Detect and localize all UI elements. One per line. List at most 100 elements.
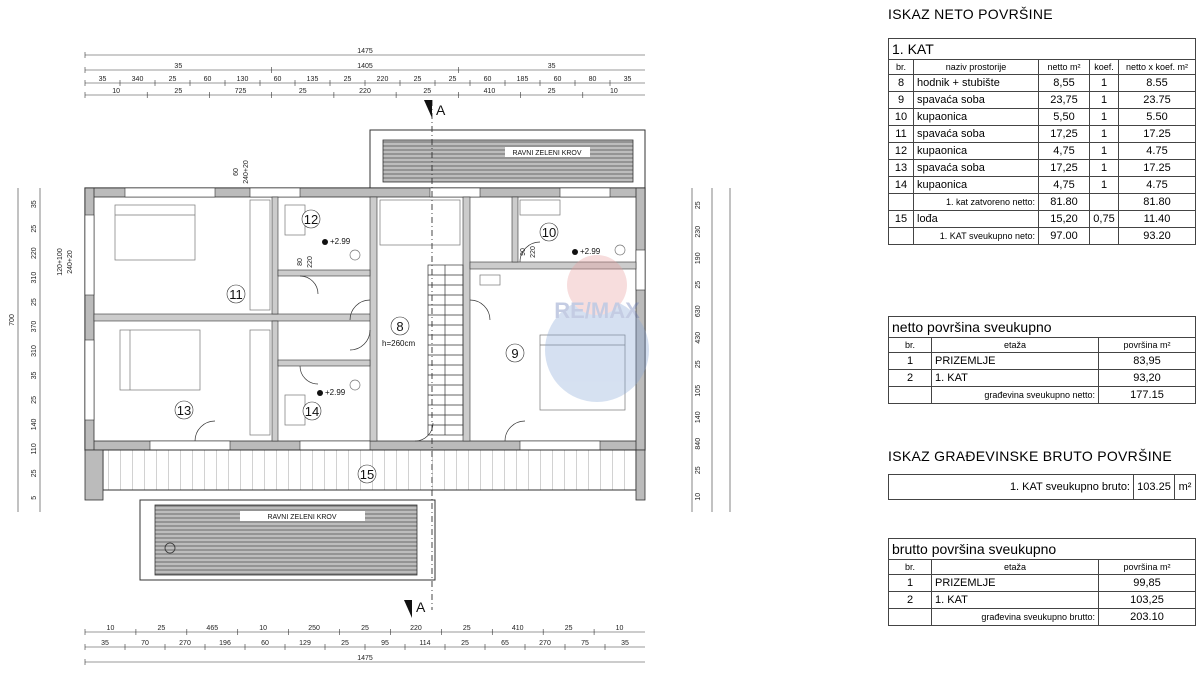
room-number-14: 14 (305, 404, 319, 419)
window-mark: 220 (530, 246, 537, 258)
table-row: 2 1. KAT 103,25 (888, 591, 1196, 609)
dimension-label: 10 (695, 493, 702, 501)
dimension-label: 35 (99, 76, 107, 83)
watermark: RE/MAX (545, 255, 649, 402)
building-walls (84, 187, 646, 451)
room-number-13: 13 (177, 403, 191, 418)
netto-total-title: netto površina sveukupno (888, 316, 1196, 338)
brutto-total-title: brutto površina sveukupno (888, 538, 1196, 560)
dimension-label: 129 (299, 640, 311, 647)
dimension-label: 95 (381, 640, 389, 647)
dimension-label: 25 (344, 76, 352, 83)
dimension-label: 35 (621, 640, 629, 647)
dimension-label: 35 (31, 200, 38, 208)
wardrobe-icon (249, 199, 271, 311)
top-dimension-ticks (84, 52, 611, 98)
bathtub-icon (519, 199, 561, 216)
dimension-label: 25 (414, 76, 422, 83)
roof-label-bottom: RAVNI ZELENI KROV (267, 514, 336, 521)
dimension-label: 410 (512, 625, 524, 632)
dimension-label: 190 (695, 252, 702, 264)
dimension-label: 25 (695, 281, 702, 289)
height-note: h=260cm (382, 339, 415, 348)
dimension-label: 220 (31, 247, 38, 259)
dimension-label: 1405 (357, 63, 373, 70)
room-number-12: 12 (304, 212, 318, 227)
dimension-label: 35 (624, 76, 632, 83)
dimension-label: 25 (695, 201, 702, 209)
window-mark: 220 (307, 256, 314, 268)
dimension-label: 60 (274, 76, 282, 83)
dimension-label: 25 (423, 88, 431, 95)
dimension-label: 310 (31, 272, 38, 284)
annotations: +2.99 +2.99 +2.99 h=260cm (317, 237, 601, 397)
dimension-label: 25 (31, 396, 38, 404)
dimension-label: 35 (174, 63, 182, 70)
window-mark: 240+20 (243, 160, 250, 184)
roof-label-top: RAVNI ZELENI KROV (512, 150, 581, 157)
table-row: 1 PRIZEMLJE 83,95 (888, 352, 1196, 370)
level-mark-10: +2.99 (580, 247, 601, 256)
wardrobe-icon (249, 329, 271, 436)
dimension-label: 220 (410, 625, 422, 632)
dimension-label: 840 (695, 438, 702, 450)
neto-area-table: 1. KAT br. naziv prostorije netto m² koe… (888, 38, 1196, 245)
dimension-label: 430 (695, 332, 702, 344)
dimension-label: 185 (517, 76, 529, 83)
dimension-label: 196 (219, 640, 231, 647)
dimension-label: 25 (695, 360, 702, 368)
dimension-label: 75 (581, 640, 589, 647)
staircase (427, 264, 464, 436)
section-line: A A (404, 100, 446, 618)
dimension-label: 370 (31, 321, 38, 333)
room-number-8: 8 (396, 319, 403, 334)
bruto-area-title: ISKAZ GRAĐEVINSKE BRUTO POVRŠINE (888, 448, 1172, 464)
room-number-11: 11 (229, 287, 243, 302)
bruto-area-table: 1. KAT sveukupno bruto: 103.25 m² (888, 474, 1196, 500)
room-labels: 12 10 11 8 9 13 14 15 (174, 209, 559, 484)
dimension-label: 270 (179, 640, 191, 647)
dimension-label: 35 (548, 63, 556, 70)
window-mark: 90 (520, 248, 527, 256)
dimension-label: 110 (31, 443, 38, 454)
neto-area-title: ISKAZ NETO POVRŠINE (888, 6, 1053, 22)
loggia (84, 449, 646, 501)
dimension-label: 25 (695, 466, 702, 474)
dimension-label: 725 (235, 88, 247, 95)
furniture (114, 199, 626, 436)
dimension-label: 25 (463, 625, 471, 632)
dimension-label: 25 (341, 640, 349, 647)
side-dimensions (17, 188, 731, 512)
dimension-label: 25 (449, 76, 457, 83)
dimension-label: 60 (204, 76, 212, 83)
doors (194, 241, 541, 442)
bed-icon (119, 329, 201, 391)
dimension-label: 130 (237, 76, 249, 83)
dimension-label: 25 (31, 225, 38, 233)
dimension-label: 35 (31, 371, 38, 379)
bottom-dimension-ticks (84, 629, 606, 665)
netto-total-table: netto površina sveukupno br. etaža površ… (888, 316, 1196, 404)
dimension-label: 10 (107, 625, 115, 632)
level-mark-14: +2.99 (325, 388, 346, 397)
dimension-label: 230 (695, 226, 702, 238)
dimension-label: 250 (308, 625, 320, 632)
dimension-label: 114 (419, 640, 430, 647)
closed-label: 1. kat zatvoreno netto: (913, 193, 1039, 211)
dimension-label: 135 (307, 76, 319, 83)
room-number-10: 10 (542, 225, 556, 240)
window-mark: 80 (297, 258, 304, 266)
dimension-label: 25 (565, 625, 573, 632)
dimension-label: 25 (31, 469, 38, 477)
dimension-label: 140 (31, 418, 38, 430)
dimension-label: 465 (206, 625, 218, 632)
section-mark-bottom: A (416, 599, 426, 615)
wardrobe-icon (379, 199, 461, 246)
dimension-label: 630 (695, 305, 702, 317)
